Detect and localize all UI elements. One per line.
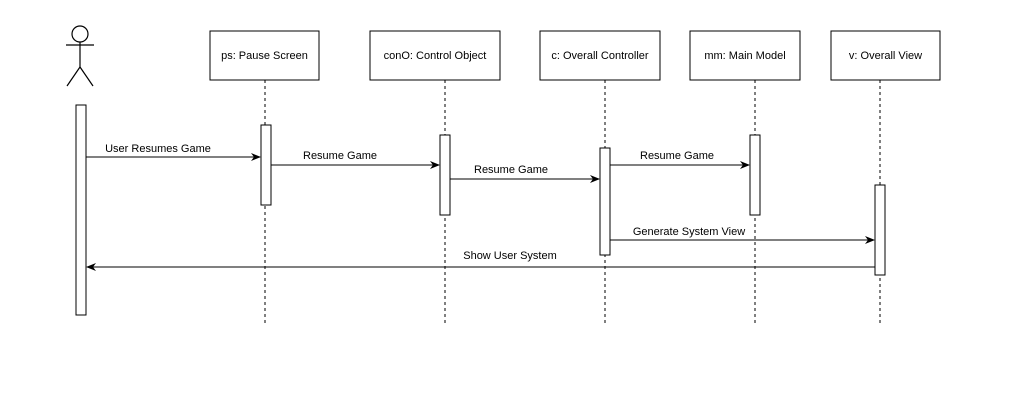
message-resume-game-to-control-object: Resume Game bbox=[271, 150, 440, 169]
message-label: User Resumes Game bbox=[105, 143, 211, 155]
participant-label: conO: Control Object bbox=[384, 50, 487, 62]
message-user-resumes-game: User Resumes Game bbox=[86, 143, 261, 161]
activation-overall-controller bbox=[599, 147, 611, 256]
message-label: Resume Game bbox=[474, 164, 548, 176]
message-show-user-system: Show User System bbox=[86, 250, 875, 271]
participant-box bbox=[209, 30, 320, 81]
participant-overall-view: v: Overall View bbox=[830, 30, 941, 81]
message-label: Resume Game bbox=[303, 150, 377, 162]
participant-overall-controller: c: Overall Controller bbox=[539, 30, 661, 81]
participant-main-model: mm: Main Model bbox=[689, 30, 801, 81]
participant-pause-screen: ps: Pause Screen bbox=[209, 30, 320, 81]
activation-overall-view bbox=[874, 184, 886, 276]
participant-box bbox=[369, 30, 501, 81]
participant-label: ps: Pause Screen bbox=[221, 50, 308, 62]
participant-control-object: conO: Control Object bbox=[369, 30, 501, 81]
message-generate-system-view: Generate System View bbox=[610, 226, 875, 244]
participant-label: v: Overall View bbox=[849, 50, 922, 62]
participant-box bbox=[689, 30, 801, 81]
participant-label: c: Overall Controller bbox=[551, 50, 649, 62]
message-resume-game-to-main-model: Resume Game bbox=[610, 150, 750, 169]
participant-label: mm: Main Model bbox=[704, 50, 785, 62]
activation-main-model bbox=[749, 134, 761, 216]
message-label: Resume Game bbox=[640, 150, 714, 162]
message-label: Generate System View bbox=[633, 226, 745, 238]
message-label: Show User System bbox=[463, 250, 557, 262]
participant-box bbox=[830, 30, 941, 81]
participant-box bbox=[539, 30, 661, 81]
message-resume-game-to-controller: Resume Game bbox=[450, 164, 600, 183]
user-activation-bar bbox=[75, 104, 87, 316]
activation-pause-screen bbox=[260, 124, 272, 206]
user-actor-icon bbox=[66, 25, 94, 87]
activation-control-object bbox=[439, 134, 451, 216]
